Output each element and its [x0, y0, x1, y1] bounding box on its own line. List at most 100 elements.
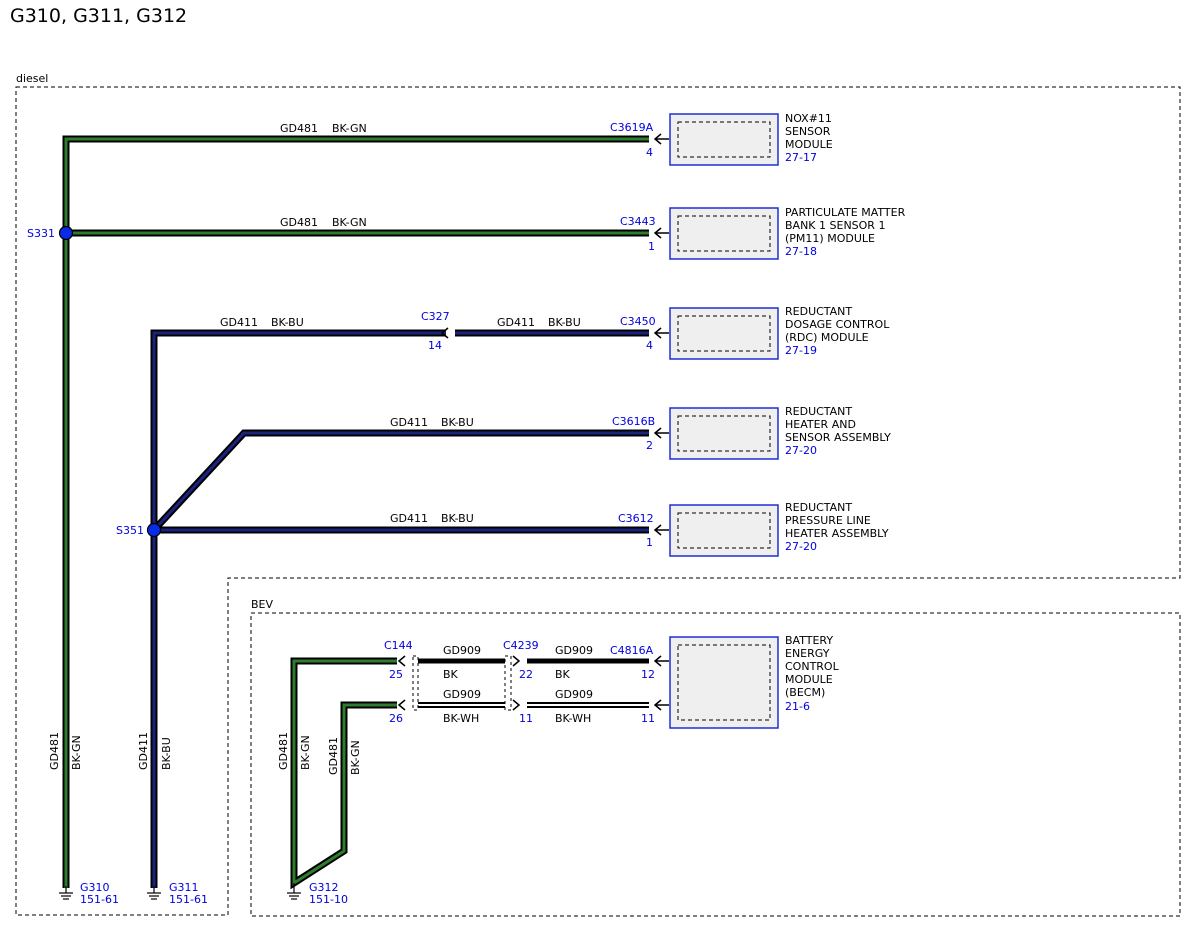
module-name-line: (BECM) — [785, 686, 825, 699]
ground-ref-link[interactable]: 151-61 — [169, 893, 208, 906]
wire-color-label: BK-GN — [332, 216, 367, 229]
connector-pin: 12 — [641, 668, 655, 681]
wire-circuit-label: GD411 — [390, 416, 428, 429]
connector-name: C3450 — [620, 315, 656, 328]
module-name-line: DOSAGE CONTROL — [785, 318, 890, 331]
wire-circuit-label: GD481 — [280, 122, 318, 135]
connector-name: C3443 — [620, 215, 656, 228]
connector-arrows — [397, 133, 669, 711]
wire-color-label: BK-GN — [70, 735, 83, 770]
connector-name: C144 — [384, 639, 413, 652]
module-nox-sensor: NOX#11 SENSOR MODULE 27-17 — [669, 112, 833, 166]
module-heater-assembly: REDUCTANT HEATER AND SENSOR ASSEMBLY 27-… — [669, 405, 891, 460]
connector-pin: 1 — [648, 240, 655, 253]
page-title: G310, G311, G312 — [10, 5, 187, 27]
wire-color-label: BK-WH — [555, 712, 591, 725]
connector-pin: 26 — [389, 712, 403, 725]
connector-pin: 11 — [519, 712, 533, 725]
module-name-line: BATTERY — [785, 634, 833, 647]
ground-name: G310 — [80, 881, 110, 894]
wire-color-label: BK-GN — [349, 740, 362, 775]
module-name-line: CONTROL — [785, 660, 840, 673]
module-name-line: REDUCTANT — [785, 305, 852, 318]
splice-s331: S331 — [27, 225, 74, 241]
module-ref-link[interactable]: 27-20 — [785, 444, 817, 457]
wire-circuit-label: GD481 — [277, 732, 290, 770]
wire-circuit-label: GD909 — [555, 644, 593, 657]
ground-name: G312 — [309, 881, 339, 894]
module-name-line: (PM11) MODULE — [785, 232, 875, 245]
wire-circuit-label: GD411 — [497, 316, 535, 329]
wire-color-label: BK-GN — [332, 122, 367, 135]
wire-circuit-label: GD411 — [390, 512, 428, 525]
ground-ref-link[interactable]: 151-61 — [80, 893, 119, 906]
module-name-line: REDUCTANT — [785, 501, 852, 514]
connector-pin: 4 — [646, 146, 653, 159]
module-rdc: REDUCTANT DOSAGE CONTROL (RDC) MODULE 27… — [669, 305, 890, 360]
wire-color-label: BK — [555, 668, 571, 681]
wire-circuit-label: GD411 — [220, 316, 258, 329]
wire-color-label: BK-BU — [548, 316, 581, 329]
bev-region-label: BEV — [251, 598, 273, 611]
module-name-line: BANK 1 SENSOR 1 — [785, 219, 885, 232]
ground-icon — [287, 883, 301, 900]
module-name-line: PRESSURE LINE — [785, 514, 871, 527]
module-name-line: ENERGY — [785, 647, 830, 660]
module-ref-link[interactable]: 27-20 — [785, 540, 817, 553]
wire-circuit-label: GD909 — [443, 688, 481, 701]
ground-g312: G312 151-10 — [287, 881, 348, 906]
bev-connector-frames — [412, 655, 512, 711]
connector-pin: 11 — [641, 712, 655, 725]
connector-pin: 2 — [646, 439, 653, 452]
module-name-line: HEATER AND — [785, 418, 856, 431]
module-name-line: REDUCTANT — [785, 405, 852, 418]
splice-s351: S351 — [116, 522, 162, 538]
connector-labels: C3619A 4 C3443 1 C327 14 C3450 4 C3616B … — [384, 121, 656, 725]
connector-pin: 4 — [646, 339, 653, 352]
connector-name: C327 — [421, 310, 450, 323]
connector-name: C3612 — [618, 512, 654, 525]
module-pressure-line-heater: REDUCTANT PRESSURE LINE HEATER ASSEMBLY … — [669, 501, 889, 557]
wire-gd481-g312 — [290, 657, 397, 890]
module-ref-link[interactable]: 21-6 — [785, 700, 810, 713]
diesel-region-label: diesel — [16, 72, 48, 85]
ground-icon — [147, 886, 161, 900]
wire-color-label: BK-BU — [271, 316, 304, 329]
module-name-line: NOX#11 — [785, 112, 832, 125]
wire-circuit-label: GD411 — [137, 732, 150, 770]
module-name-line: (RDC) MODULE — [785, 331, 869, 344]
wire-color-label: BK-WH — [443, 712, 479, 725]
wire-circuit-label: GD909 — [443, 644, 481, 657]
module-ref-link[interactable]: 27-18 — [785, 245, 817, 258]
connector-name: C4239 — [503, 639, 539, 652]
splice-s331-label: S331 — [27, 227, 55, 240]
vertical-wire-labels: GD481 BK-GN GD411 BK-BU GD481 BK-GN GD48… — [48, 732, 362, 775]
wire-gd481-nox — [62, 135, 649, 888]
bev-region: BEV — [250, 598, 1181, 917]
ground-g311: G311 151-61 — [147, 881, 208, 906]
module-name-line: PARTICULATE MATTER — [785, 206, 906, 219]
connector-pin: 25 — [389, 668, 403, 681]
connector-pin: 14 — [428, 339, 442, 352]
module-becm: BATTERY ENERGY CONTROL MODULE (BECM) 21-… — [669, 634, 840, 729]
connector-name: C3616B — [612, 415, 655, 428]
ground-name: G311 — [169, 881, 199, 894]
module-name-line: SENSOR ASSEMBLY — [785, 431, 891, 444]
module-ref-link[interactable]: 27-19 — [785, 344, 817, 357]
module-name-line: SENSOR — [785, 125, 831, 138]
connector-name: C4816A — [610, 644, 654, 657]
diesel-region: diesel — [15, 72, 1181, 916]
module-ref-link[interactable]: 27-17 — [785, 151, 817, 164]
wire-color-label: BK-BU — [441, 512, 474, 525]
ground-icon — [59, 886, 73, 900]
ground-ref-link[interactable]: 151-10 — [309, 893, 348, 906]
splice-s351-label: S351 — [116, 524, 144, 537]
connector-name: C3619A — [610, 121, 654, 134]
wire-circuit-label: GD909 — [555, 688, 593, 701]
wire-circuit-label: GD481 — [280, 216, 318, 229]
wire-color-label: BK-BU — [441, 416, 474, 429]
module-name-line: MODULE — [785, 673, 833, 686]
connector-pin: 1 — [646, 536, 653, 549]
wire-color-label: BK-GN — [299, 735, 312, 770]
